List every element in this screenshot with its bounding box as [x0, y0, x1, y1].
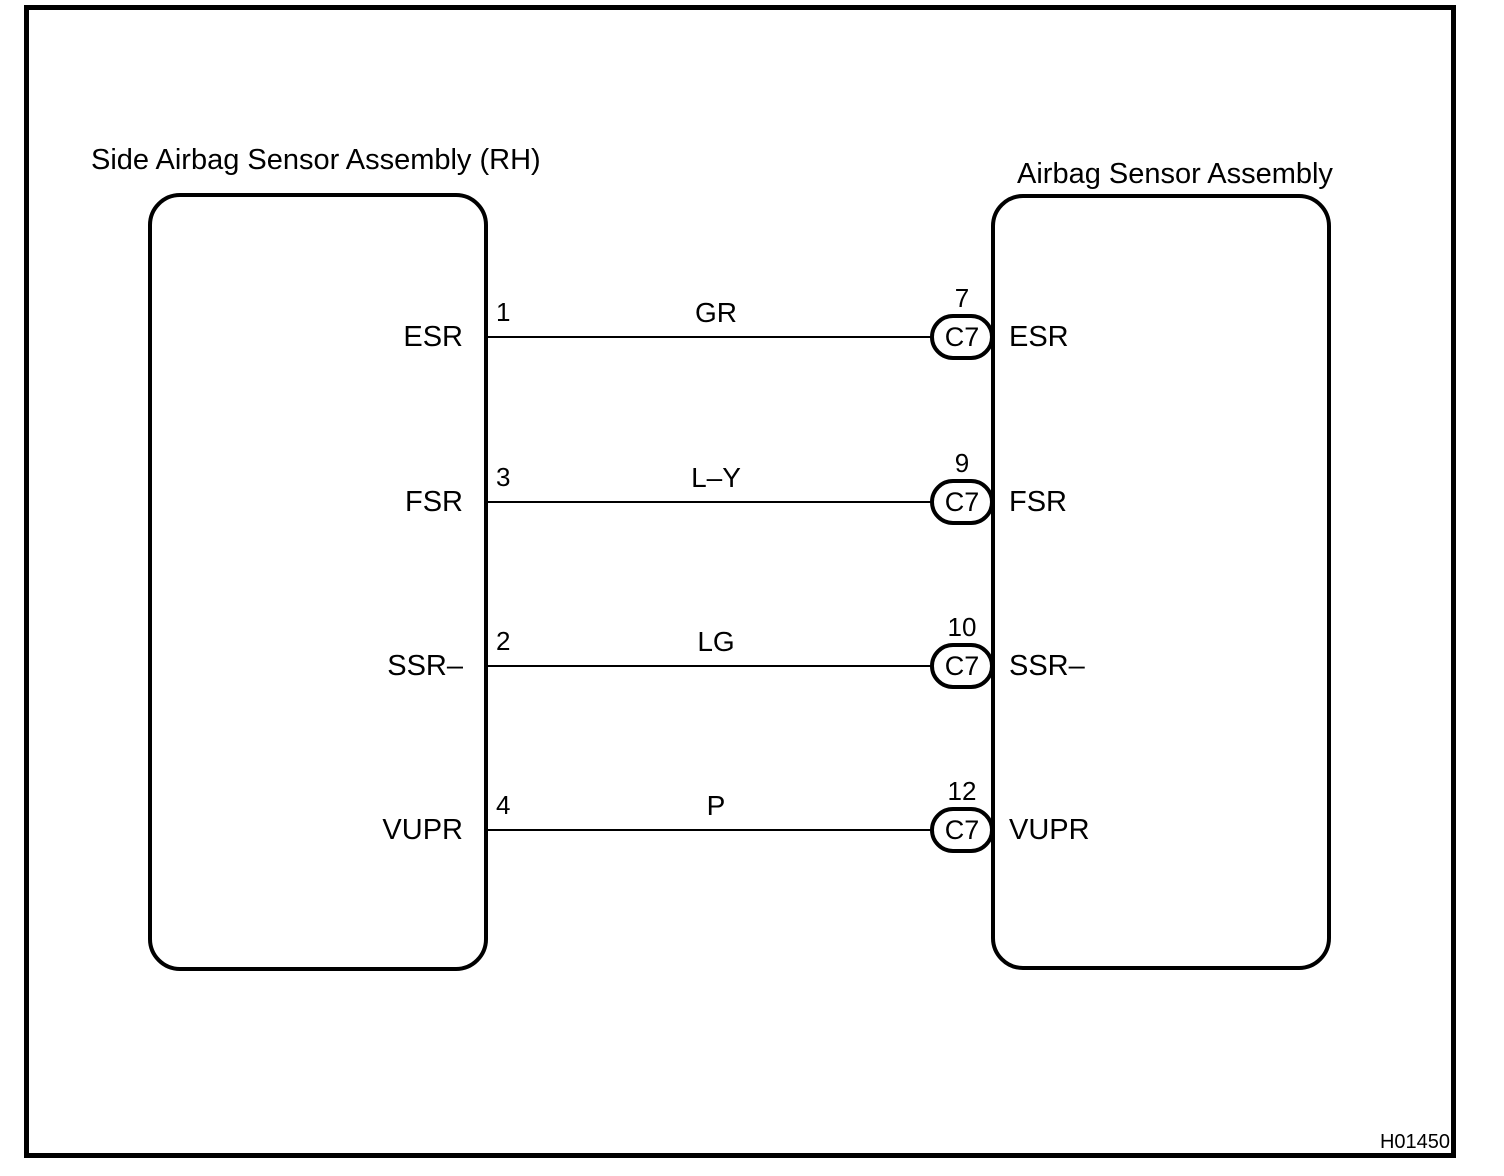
right-pin-number: 9: [954, 448, 970, 478]
right-pin-number: 10: [947, 612, 977, 642]
left-pin-label: FSR: [405, 486, 463, 518]
left-pin-number: 1: [496, 297, 511, 327]
left-pin-label: VUPR: [382, 814, 463, 846]
wire-line: [486, 501, 934, 503]
diagram-border-frame: [24, 5, 1456, 1158]
airbag-sensor-assembly-box: [991, 194, 1331, 970]
wire-color-label: L–Y: [691, 462, 741, 493]
left-pin-number: 3: [496, 462, 511, 492]
wire-line: [486, 336, 934, 338]
left-pin-number: 4: [496, 790, 511, 820]
left-box-title: Side Airbag Sensor Assembly (RH): [91, 144, 541, 176]
wire-color-label: P: [706, 790, 726, 821]
right-pin-label: FSR: [1009, 486, 1067, 518]
connector-c7-oval: C7: [930, 643, 994, 689]
right-box-title: Airbag Sensor Assembly: [1017, 158, 1333, 190]
connector-c7-oval: C7: [930, 807, 994, 853]
left-pin-number: 2: [496, 626, 511, 656]
right-pin-label: VUPR: [1009, 814, 1090, 846]
left-pin-label: SSR–: [387, 650, 463, 682]
wire-color-label: LG: [697, 626, 735, 657]
right-pin-number: 7: [954, 283, 970, 313]
right-pin-number: 12: [947, 776, 977, 806]
left-pin-label: ESR: [403, 321, 463, 353]
side-airbag-sensor-assembly-box: [148, 193, 488, 971]
wire-color-label: GR: [695, 297, 737, 328]
wire-line: [486, 829, 934, 831]
figure-id: H01450: [1379, 1131, 1450, 1153]
connector-c7-oval: C7: [930, 479, 994, 525]
right-pin-label: ESR: [1009, 321, 1069, 353]
connector-c7-oval: C7: [930, 314, 994, 360]
right-pin-label: SSR–: [1009, 650, 1085, 682]
wire-line: [486, 665, 934, 667]
